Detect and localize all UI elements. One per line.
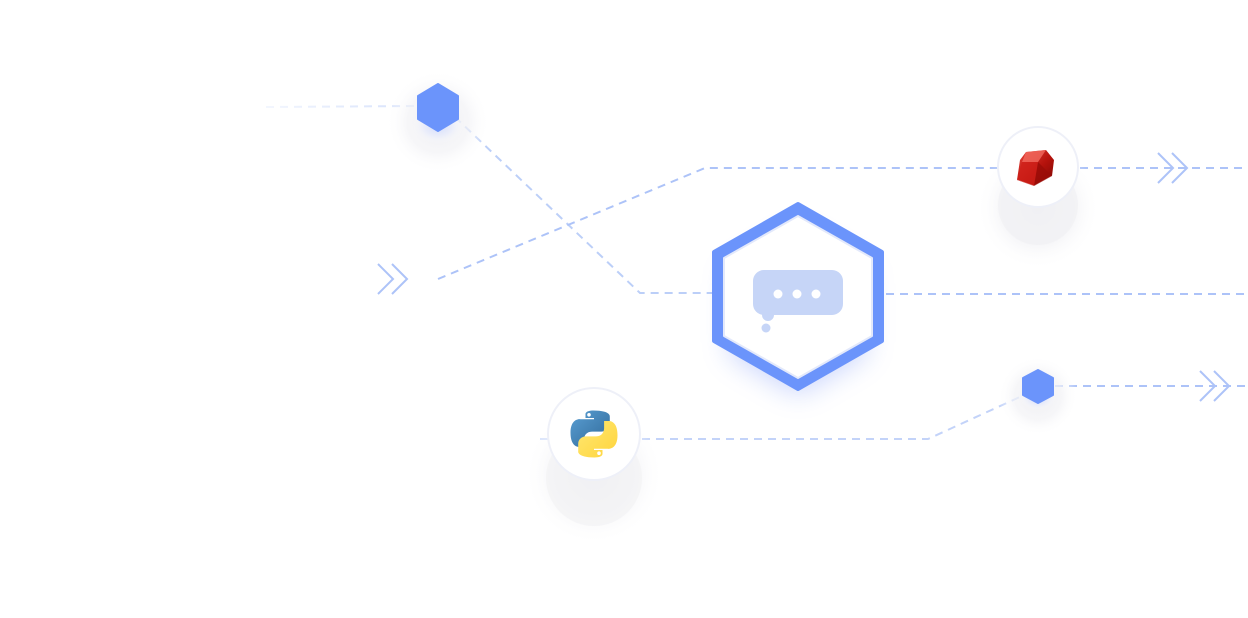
double-chevron-right-icon bbox=[1157, 152, 1189, 184]
small-hexagon-node-bottom bbox=[998, 356, 1078, 436]
python-node bbox=[524, 387, 664, 545]
connector-top-left-to-hub bbox=[454, 116, 712, 294]
connector-python-out bbox=[642, 395, 1023, 440]
ruby-gem-icon bbox=[1016, 150, 1054, 187]
hub-node bbox=[712, 202, 884, 394]
small-hexagon-node-top bbox=[386, 70, 490, 174]
double-chevron-right-icon bbox=[377, 263, 409, 295]
hexagon-node-icon bbox=[1022, 369, 1054, 404]
double-chevron-right-icon bbox=[1199, 370, 1231, 402]
python-logo-icon bbox=[570, 410, 618, 458]
chat-bubble-icon bbox=[753, 270, 843, 333]
ruby-node bbox=[976, 126, 1100, 270]
hexagon-node-icon bbox=[417, 83, 459, 132]
connector-lines bbox=[0, 105, 1248, 440]
